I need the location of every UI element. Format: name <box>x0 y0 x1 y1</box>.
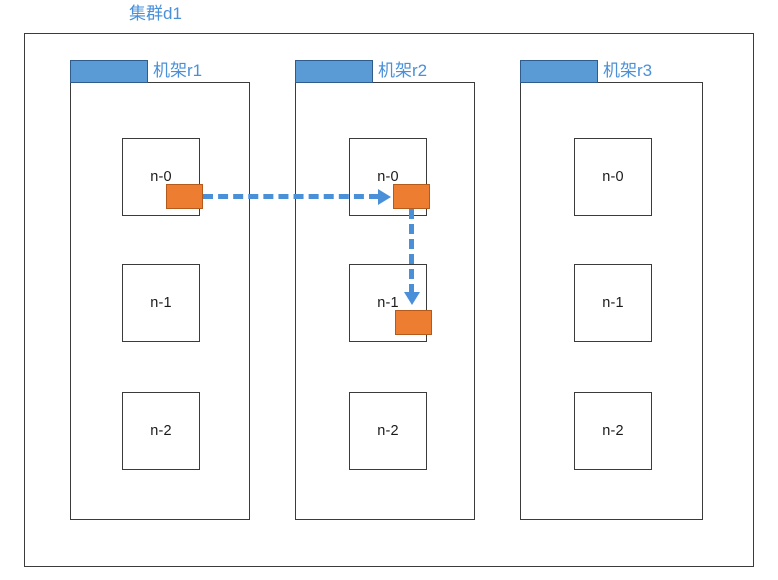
rack-r3-node-n-2[interactable]: n-2 <box>574 392 652 470</box>
connector-r1n0-to-r2n0 <box>203 194 379 199</box>
rack-r1-node-n-0[interactable]: n-0 <box>122 138 200 216</box>
shard-rack-r2-node-n-1[interactable] <box>395 310 432 335</box>
rack-r2-label: 机架r2 <box>378 61 428 80</box>
rack-r3-node-n-0[interactable]: n-0 <box>574 138 652 216</box>
node-label: n-1 <box>602 295 624 311</box>
connector-r2n0-to-r2n1-arrowhead <box>404 292 420 305</box>
rack-r3-node-n-1[interactable]: n-1 <box>574 264 652 342</box>
rack-r2: 机架r2 n-0 n-1 n-2 <box>294 60 475 520</box>
rack-r1-label: 机架r1 <box>153 61 203 80</box>
node-label: n-2 <box>602 423 624 439</box>
cluster-title: 集群d1 <box>129 4 182 23</box>
rack-r3-label: 机架r3 <box>603 61 653 80</box>
rack-r1-node-n-1[interactable]: n-1 <box>122 264 200 342</box>
rack-r1: 机架r1 n-0 n-1 n-2 <box>69 60 250 520</box>
node-label: n-1 <box>377 295 399 311</box>
rack-r1-header-bar <box>69 60 148 83</box>
shard-rack-r2-node-n-0[interactable] <box>393 184 430 209</box>
rack-r2-node-n-2[interactable]: n-2 <box>349 392 427 470</box>
node-label: n-0 <box>602 169 624 185</box>
rack-r2-header-bar <box>294 60 373 83</box>
rack-r3: 机架r3 n-0 n-1 n-2 <box>519 60 703 520</box>
node-label: n-0 <box>150 169 172 185</box>
node-label: n-2 <box>377 423 399 439</box>
rack-r3-header-bar <box>519 60 598 83</box>
shard-rack-r1-node-n-0[interactable] <box>166 184 203 209</box>
node-label: n-2 <box>150 423 172 439</box>
rack-r1-node-n-2[interactable]: n-2 <box>122 392 200 470</box>
connector-r1n0-to-r2n0-arrowhead <box>378 189 391 205</box>
node-label: n-1 <box>150 295 172 311</box>
connector-r2n0-to-r2n1 <box>409 209 414 294</box>
node-label: n-0 <box>377 169 399 185</box>
